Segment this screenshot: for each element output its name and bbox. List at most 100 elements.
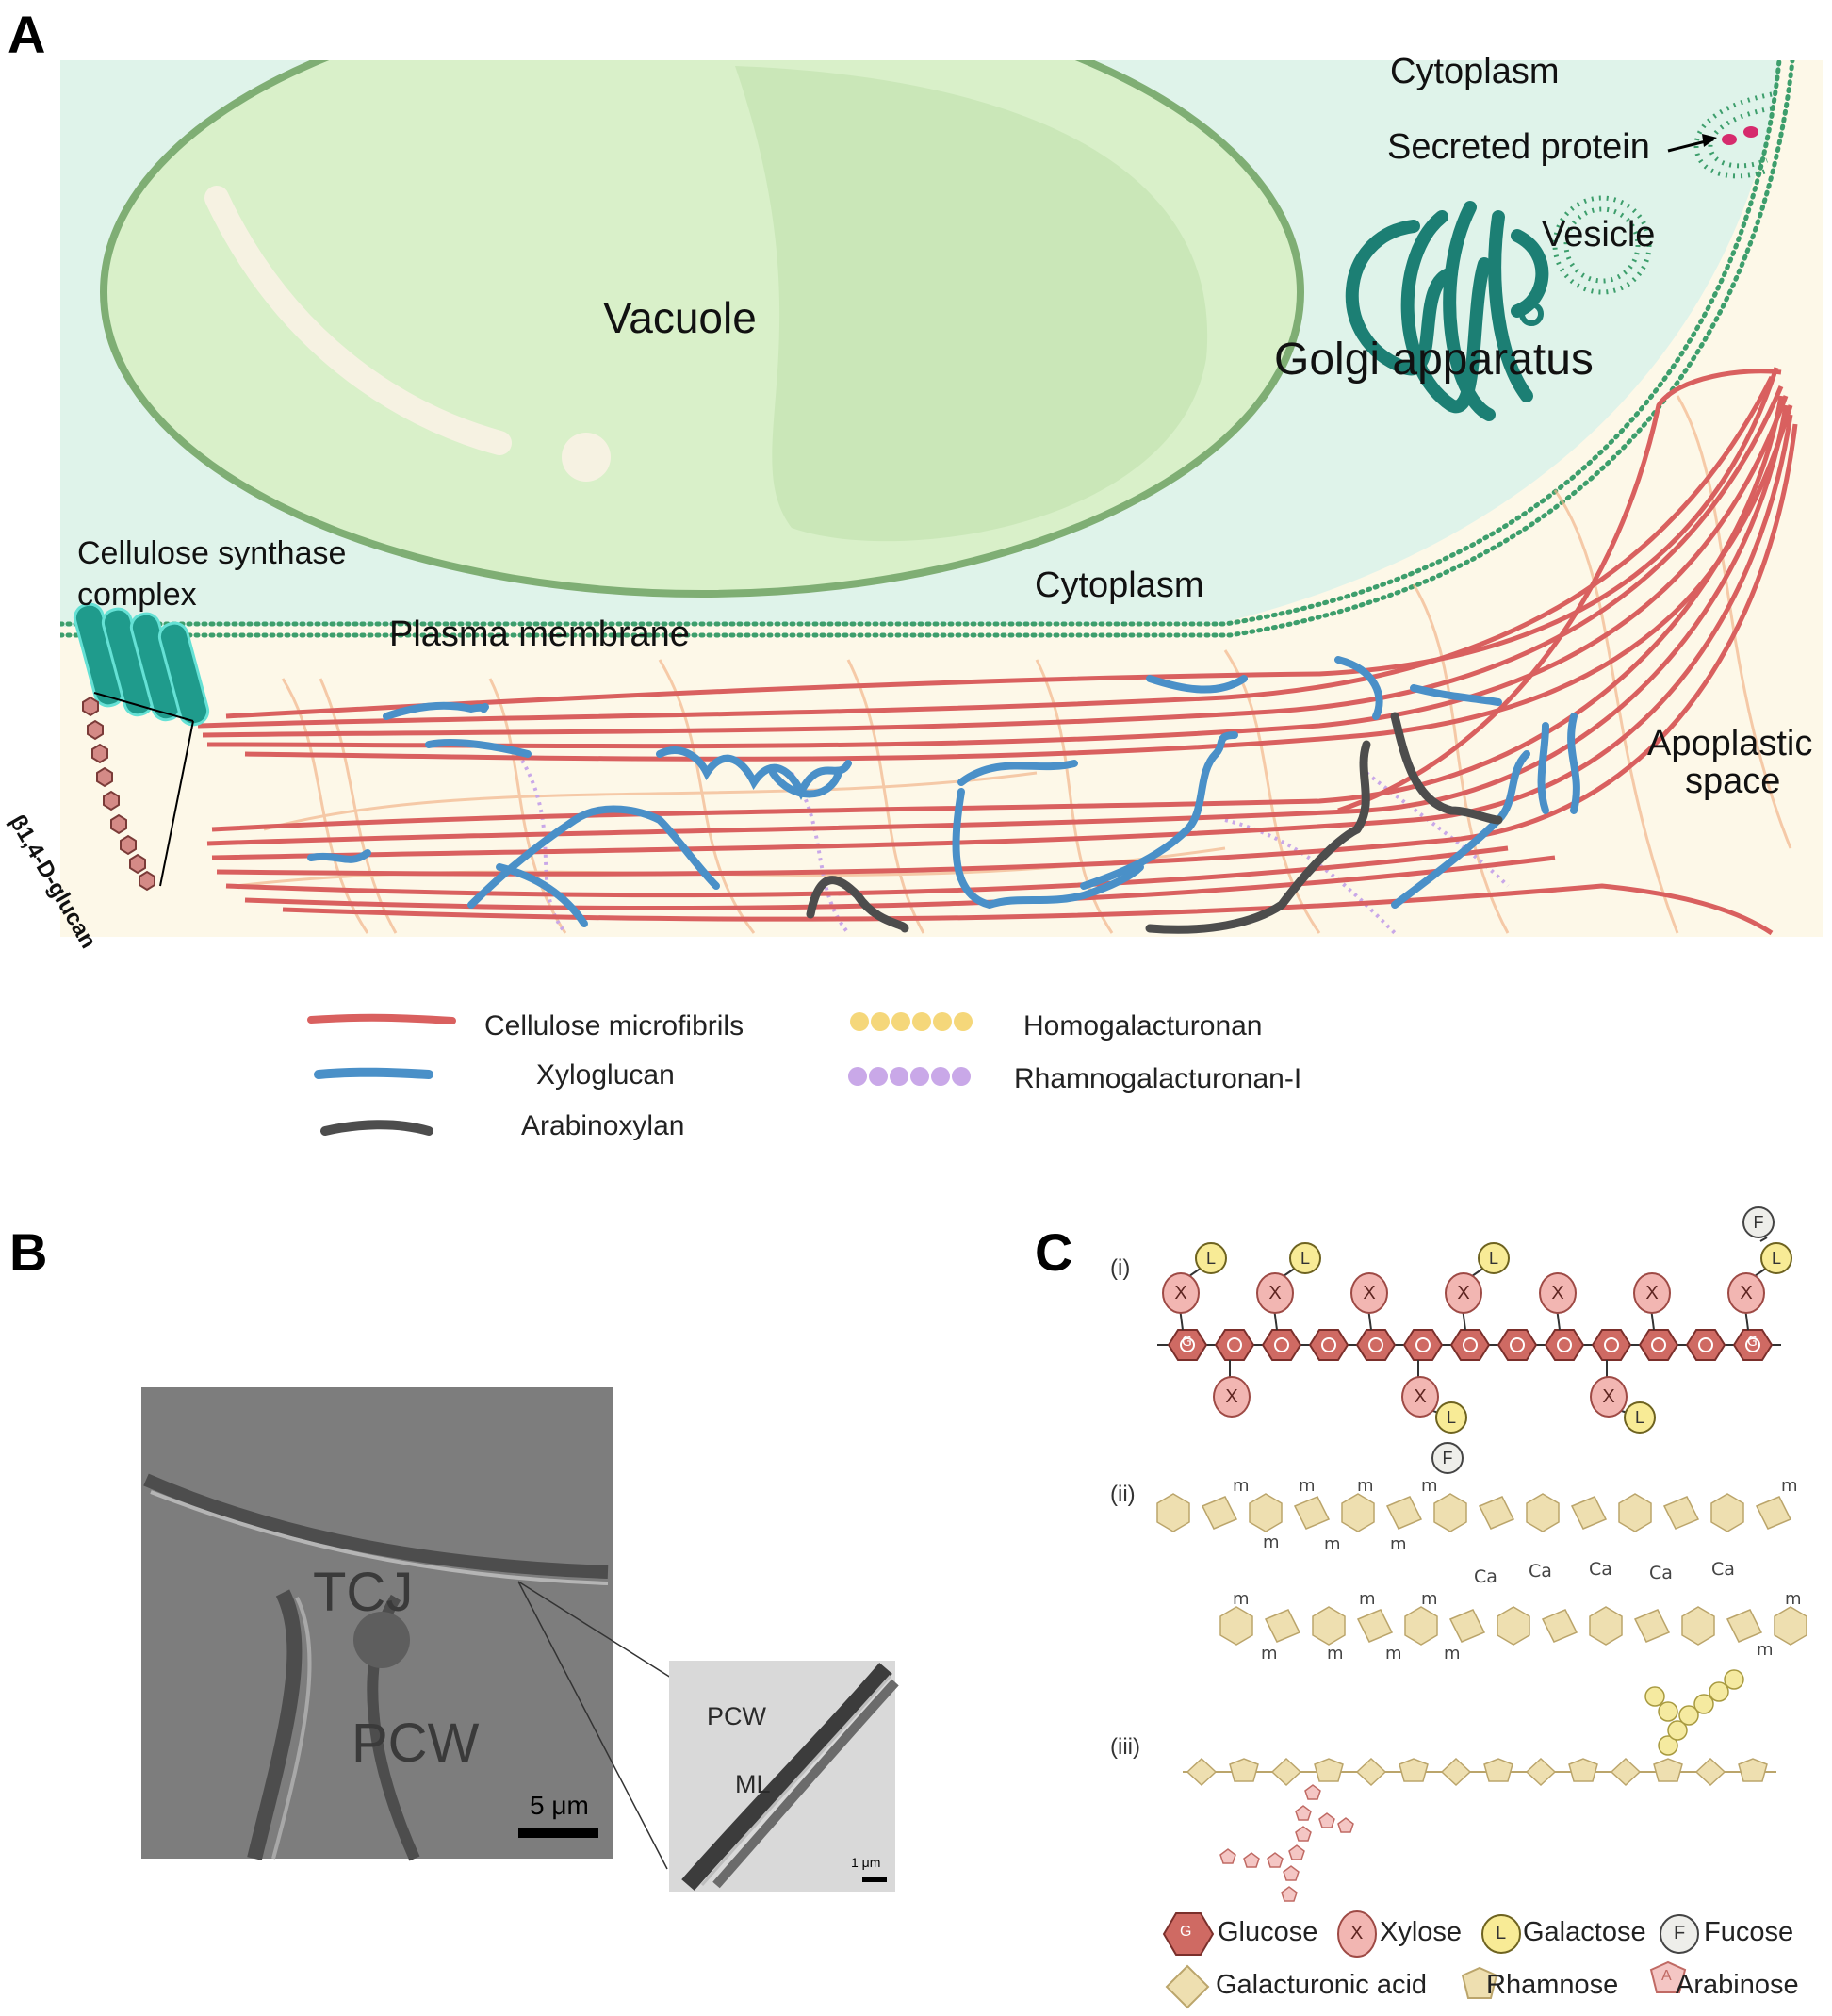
glucose-mark: G (1182, 1335, 1192, 1350)
galactose-node: L (1624, 1401, 1656, 1434)
calcium-label: Ca (1589, 1559, 1612, 1580)
legend-homogalacturonan-swatch (850, 1012, 973, 1031)
secreted-protein-label: Secreted protein (1387, 127, 1650, 167)
apoplastic-space-label-line1: Apoplastic (1647, 724, 1813, 763)
apoplastic-space-label-line2: space (1685, 762, 1781, 801)
legend-homogalacturonan-label: Homogalacturonan (1023, 1010, 1263, 1041)
methyl-mark: m (1421, 1589, 1438, 1609)
xyloglucan-structure (1157, 1237, 1781, 1456)
fucose-icon (1660, 1914, 1699, 1954)
fucose-node: F (1742, 1206, 1775, 1238)
galactose-node: L (1289, 1242, 1321, 1274)
galacturonic-acid-icon (1165, 1964, 1210, 2009)
calcium-label: Ca (1529, 1561, 1552, 1582)
sugar-legend-icons (1162, 1910, 1699, 2009)
xylose-node: X (1162, 1272, 1200, 1314)
inset-ml-label: ML (735, 1770, 771, 1798)
scale-bar-main (518, 1828, 598, 1838)
methyl-mark: m (1263, 1532, 1280, 1552)
cellulose-microfibrils (197, 367, 1798, 936)
cytoplasm-top-label: Cytoplasm (1390, 52, 1560, 91)
cellulose-synthase-label-line2: complex (77, 577, 197, 613)
tcj-label: TCJ (313, 1562, 414, 1623)
fucose-node: F (1431, 1442, 1464, 1474)
methyl-mark: m (1233, 1589, 1250, 1609)
galactan-side-chain (1644, 1669, 1744, 1756)
cellulose-synthase-shape (73, 602, 210, 727)
panel-b-inset-micrograph (669, 1661, 899, 1892)
xylose-icon (1337, 1910, 1377, 1958)
methyl-mark: m (1261, 1644, 1278, 1664)
glucose-icon-letter: G (1180, 1924, 1192, 1940)
scale-main-label: 5 μm (530, 1791, 589, 1820)
legend-arabinoxylan-swatch (320, 1120, 433, 1136)
vesicle-label: Vesicle (1542, 215, 1656, 254)
legend-cellulose-label: Cellulose microfibrils (484, 1010, 744, 1041)
arabinose-label: Arabinose (1676, 1970, 1799, 2000)
glucose-backbone (1167, 1329, 1774, 1361)
methyl-mark: m (1421, 1476, 1438, 1496)
homogalacturonan-structure (1156, 1493, 1807, 1646)
methyl-mark: m (1357, 1476, 1374, 1496)
rhamnogalacturonan-structure (1183, 1669, 1776, 1902)
galactose-node: L (1195, 1242, 1227, 1274)
panel-c-letter: C (1035, 1222, 1073, 1282)
legend-cellulose-swatch (307, 1013, 456, 1024)
methyl-mark: m (1327, 1644, 1344, 1664)
galactose-icon (1481, 1914, 1521, 1954)
rhamnose-icon (1461, 1966, 1498, 1999)
galactose-node: L (1478, 1242, 1510, 1274)
legend-xyloglucan-label: Xyloglucan (536, 1059, 675, 1090)
calcium-label: Ca (1474, 1566, 1497, 1587)
plasma-membrane-label: Plasma membrane (389, 615, 690, 654)
methyl-mark: m (1785, 1589, 1802, 1609)
calcium-label: Ca (1711, 1559, 1735, 1580)
xylose-node: X (1256, 1272, 1294, 1314)
panel-b-letter: B (9, 1222, 48, 1282)
inset-pcw-label: PCW (707, 1702, 766, 1730)
fucose-icon-letter: F (1674, 1923, 1686, 1943)
pcw-label: PCW (352, 1713, 480, 1774)
vesicle-shape (1552, 195, 1652, 295)
vacuole-label: Vacuole (603, 293, 757, 342)
row-iii-label: (iii) (1110, 1734, 1140, 1760)
panel-a-letter: A (8, 5, 46, 64)
galactose-node: L (1760, 1242, 1792, 1274)
galactose-label: Galactose (1523, 1917, 1646, 1947)
row-ii-label: (ii) (1110, 1482, 1136, 1507)
xylose-node: X (1213, 1376, 1251, 1418)
xylose-label: Xylose (1380, 1917, 1463, 1947)
methyl-mark: m (1233, 1476, 1250, 1496)
galactose-node: L (1435, 1401, 1467, 1434)
legend-rhamnogalacturonan-swatch (848, 1067, 971, 1086)
panel-b-micrograph (141, 1387, 613, 1861)
plasma-membrane-inner (60, 60, 1795, 638)
methyl-mark: m (1757, 1640, 1774, 1660)
xyloglucan-strands (307, 656, 1580, 927)
methyl-mark: m (1324, 1534, 1341, 1554)
calcium-label: Ca (1649, 1563, 1673, 1583)
xylose-node: X (1539, 1272, 1577, 1314)
xylose-icon-letter: X (1350, 1923, 1364, 1943)
xylose-node: X (1633, 1272, 1671, 1314)
galactose-icon-letter: L (1496, 1923, 1507, 1943)
glucose-label: Glucose (1218, 1917, 1318, 1947)
golgi-apparatus-label: Golgi apparatus (1274, 335, 1594, 385)
xylose-node: X (1590, 1376, 1628, 1418)
plasma-membrane-outer (60, 60, 1782, 627)
xylose-node: X (1401, 1376, 1439, 1418)
methyl-mark: m (1385, 1644, 1402, 1664)
rhamnose-label: Rhamnose (1486, 1970, 1619, 2000)
legend-xyloglucan-swatch (314, 1067, 433, 1079)
xylose-node: X (1445, 1272, 1482, 1314)
glucan-chain (82, 696, 155, 892)
golgi-shape (1345, 201, 1549, 421)
arabinose-icon (1649, 1960, 1687, 1993)
methyl-mark: m (1359, 1589, 1376, 1609)
row-i-label: (i) (1110, 1255, 1131, 1281)
cellulose-synthase-label-line1: Cellulose synthase (77, 535, 347, 571)
glucose-mark: G (1747, 1335, 1758, 1350)
cytoplasm-middle-label: Cytoplasm (1035, 565, 1204, 605)
legend-rhamnogalacturonan-label: Rhamnogalacturonan-I (1014, 1063, 1302, 1094)
